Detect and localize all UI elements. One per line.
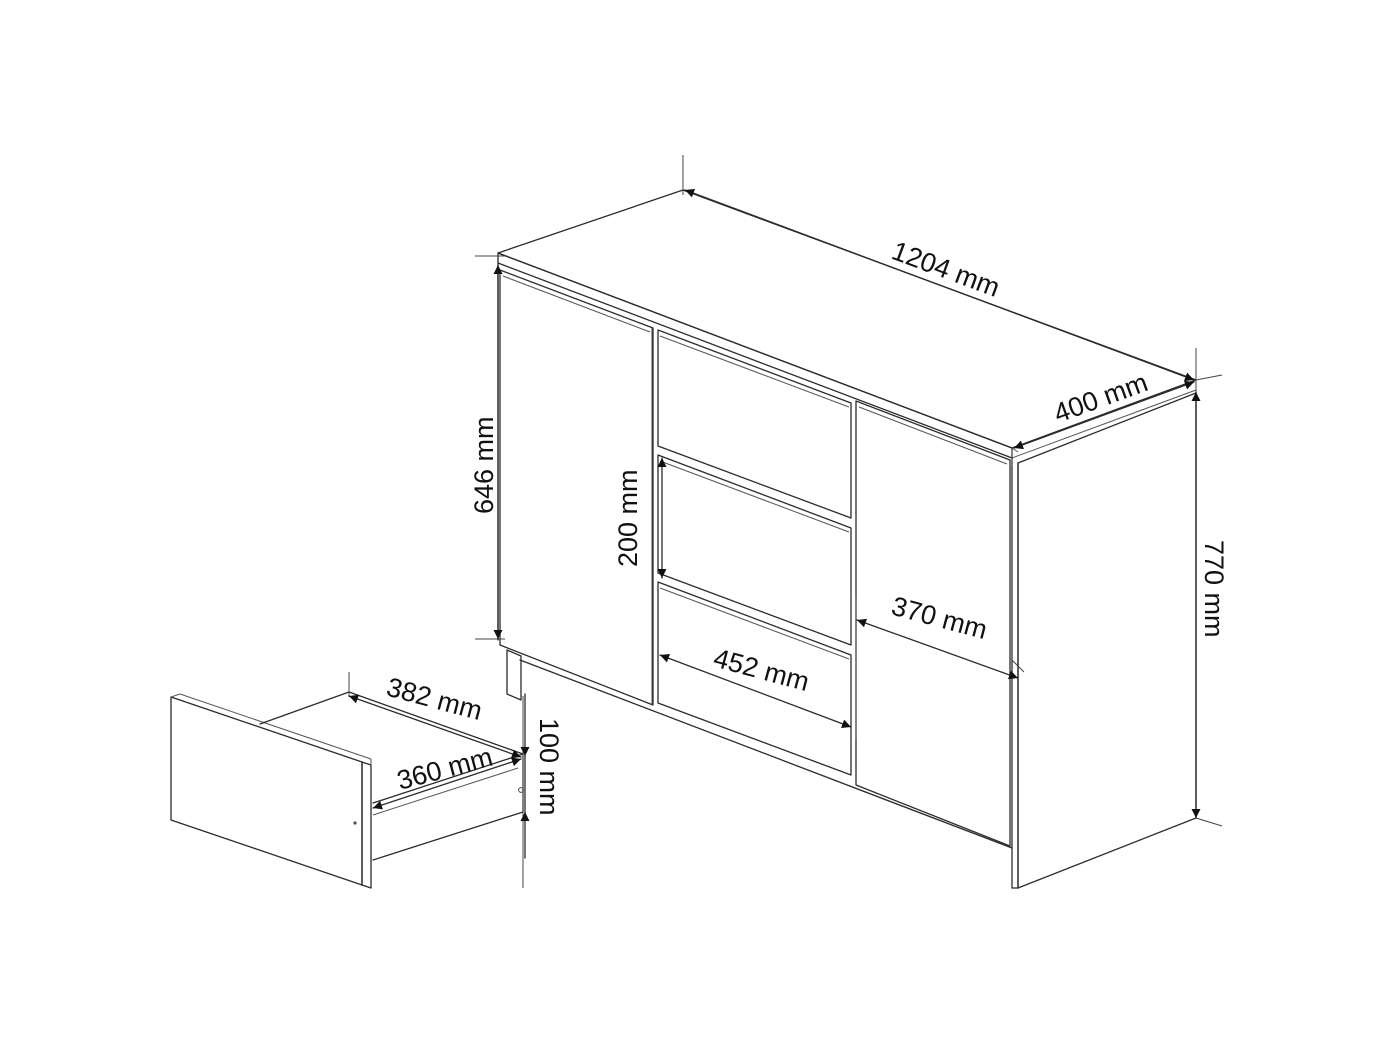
label-total-height: 770 mm (1199, 540, 1229, 638)
label-drawer-height: 200 mm (613, 469, 643, 567)
dim-width-line (684, 188, 1195, 382)
dimension-labels: 1204 mm 400 mm 770 mm 646 mm 200 mm 452 … (383, 236, 1229, 816)
label-drawer-box-height: 100 mm (534, 718, 564, 816)
label-drawer-inner-width: 360 mm (394, 742, 496, 796)
dim-door-width-line (856, 618, 1019, 680)
label-depth: 400 mm (1050, 367, 1152, 429)
sideboard (497, 189, 1197, 889)
label-drawer-depth: 382 mm (383, 672, 485, 726)
dim-drawer-width-line (659, 653, 852, 729)
label-body-height: 646 mm (469, 416, 499, 514)
extension-lines (348, 155, 1223, 888)
front-leg (506, 649, 522, 701)
drawer-2-front (657, 454, 852, 646)
drawer-3-front (657, 581, 852, 776)
label-drawer-width: 452 mm (710, 643, 812, 697)
dimension-lines (348, 188, 1201, 859)
dim-drawer-inner-width-line (372, 757, 522, 810)
label-width: 1204 mm (888, 236, 1004, 303)
drawer-1-front (657, 329, 852, 519)
dim-depth-line (1013, 380, 1195, 450)
sideboard-right-side (1017, 392, 1197, 889)
drawer-box-front-panel (170, 696, 363, 886)
dim-drawer-depth-line (348, 694, 522, 759)
